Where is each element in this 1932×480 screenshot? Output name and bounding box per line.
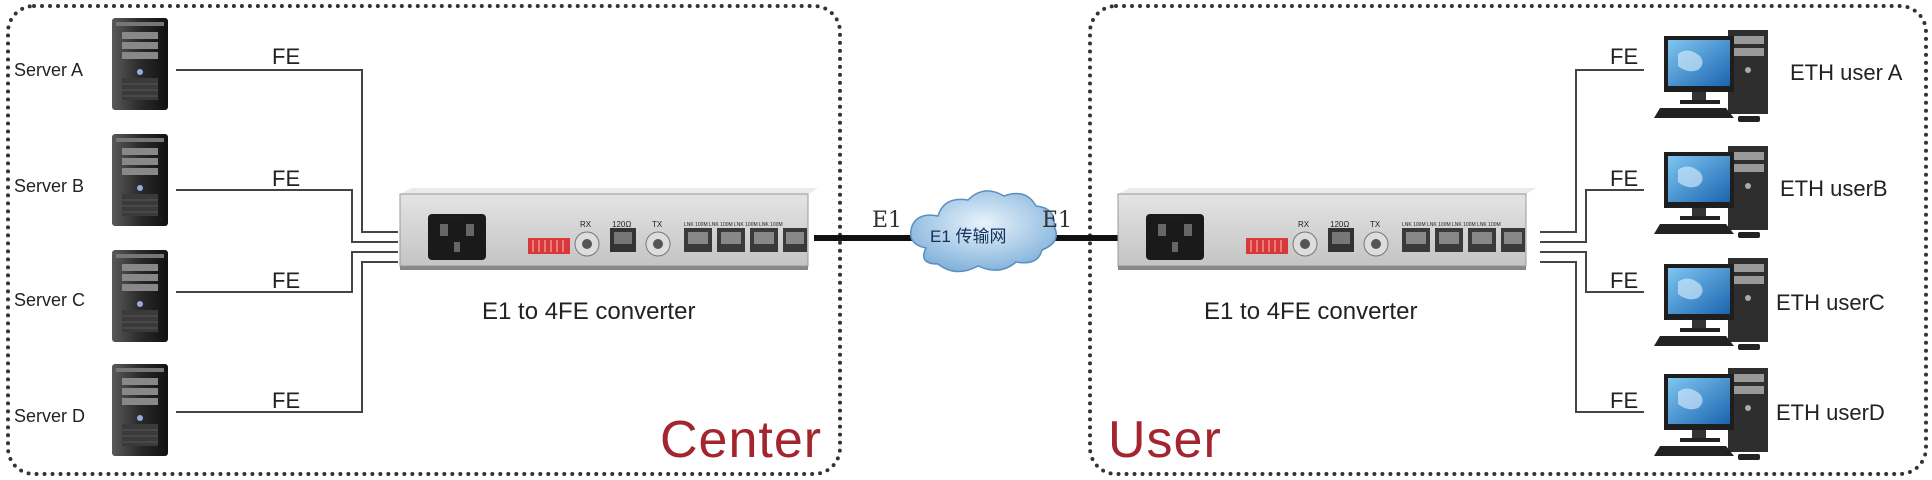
user-a-pc-icon <box>1654 30 1768 122</box>
center-region-label: Center <box>660 411 823 469</box>
user-ports-label: LNK 100M LNK 100M LNK 100M LNK 100M <box>1402 222 1501 228</box>
center-converter-device <box>399 187 819 271</box>
fe-line-user-a <box>1540 69 1644 233</box>
user-rj-label: 120Ω <box>1330 220 1350 229</box>
e1-left-label: E1 <box>872 208 903 233</box>
user-fe-lines <box>1540 69 1644 413</box>
user-converter-label: E1 to 4FE converter <box>1204 298 1418 325</box>
e1-network-label: E1 传输网 <box>930 227 1007 246</box>
server-a-icon <box>111 17 169 111</box>
user-d-pc-icon <box>1654 368 1768 460</box>
fe-label-server-b: FE <box>272 166 301 191</box>
server-b-label: Server B <box>14 176 85 196</box>
user-b-pc-icon <box>1654 146 1768 238</box>
fe-line-user-b <box>1540 189 1644 243</box>
user-d-label: ETH userD <box>1776 400 1885 425</box>
fe-line-server-a <box>176 69 398 233</box>
fe-label-server-c: FE <box>272 268 301 293</box>
user-a-label: ETH user A <box>1790 60 1903 85</box>
user-c-pc-icon <box>1654 258 1768 350</box>
center-ports-label: LNK 100M LNK 100M LNK 100M LNK 100M <box>684 222 783 228</box>
fe-label-user-d: FE <box>1610 388 1639 413</box>
user-converter-device <box>1117 187 1537 271</box>
fe-line-user-d <box>1540 261 1644 413</box>
fe-line-server-d <box>176 261 398 413</box>
server-c-label: Server C <box>14 290 86 310</box>
center-power-label: AC220V <box>440 216 467 223</box>
server-a-label: Server A <box>14 60 84 80</box>
server-d-label: Server D <box>14 406 86 426</box>
user-c-label: ETH userC <box>1776 290 1885 315</box>
fe-label-user-c: FE <box>1610 268 1639 293</box>
fe-label-user-b: FE <box>1610 166 1639 191</box>
user-rx-label: RX <box>1298 220 1310 229</box>
user-power-label: AC220V <box>1158 216 1185 223</box>
center-rx-label: RX <box>580 220 592 229</box>
server-c-icon <box>111 249 169 343</box>
user-tx-label: TX <box>1370 220 1381 229</box>
center-tx-label: TX <box>652 220 663 229</box>
fe-line-server-b <box>176 189 398 243</box>
center-rj-label: 120Ω <box>612 220 632 229</box>
e1-right-label: E1 <box>1042 208 1073 233</box>
server-b-icon <box>111 133 169 227</box>
fe-line-server-c <box>176 251 398 293</box>
e1-network-cloud-icon <box>909 190 1057 273</box>
user-b-label: ETH userB <box>1780 176 1888 201</box>
fe-label-server-d: FE <box>272 388 301 413</box>
server-d-icon <box>111 363 169 457</box>
fe-label-server-a: FE <box>272 44 301 69</box>
center-converter-label: E1 to 4FE converter <box>482 298 696 325</box>
user-region-label: User <box>1108 411 1222 469</box>
center-fe-lines <box>176 69 398 413</box>
fe-line-user-c <box>1540 251 1644 293</box>
fe-label-user-a: FE <box>1610 44 1639 69</box>
